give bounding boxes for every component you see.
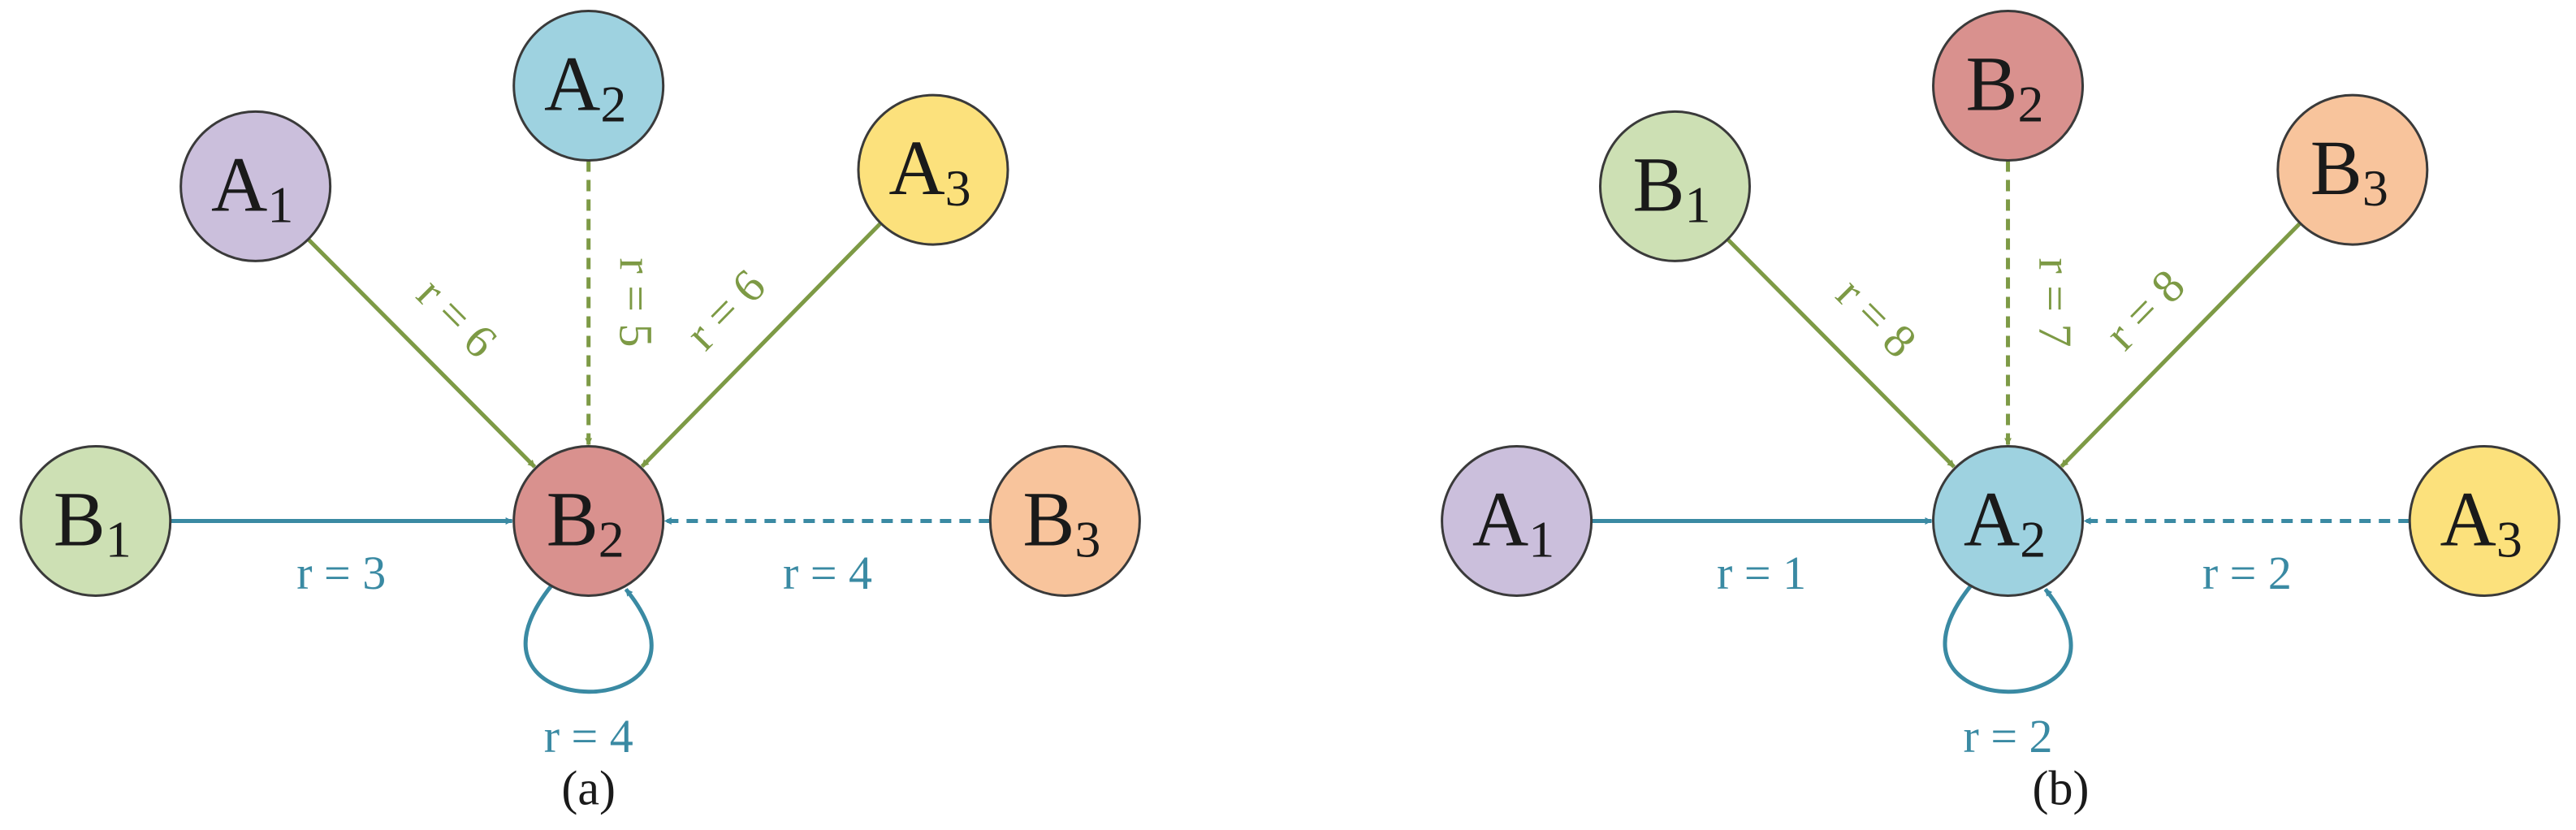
edge-b1-a2: r = 8 [1726,237,1956,469]
node-label: A3 [888,124,970,217]
node-label: A2 [1964,475,2046,568]
node-circle [19,444,172,597]
node-circle [1598,110,1751,262]
node-letter: A [888,124,944,211]
node-subscript: 2 [2020,510,2046,568]
edge-b3-b2: r = 4 [663,517,991,599]
edge-arrow [640,222,883,469]
node-circle [1932,10,2085,162]
edge-a2-b2: r = 5 [585,160,662,446]
edge-a2-a2: r = 2 [1943,584,2073,763]
node-subscript: 3 [2496,510,2522,568]
node-circle [512,10,665,162]
panel-caption: (a) [561,761,616,815]
node-subscript: 1 [106,510,132,568]
node-b1: B1 [19,444,172,597]
node-circle [179,110,332,262]
edge-label: r = 4 [544,710,633,763]
node-letter: B [1632,140,1684,227]
node-label: A3 [2440,475,2522,568]
edge-arrow [1726,237,1956,469]
node-subscript: 3 [1074,510,1100,568]
node-b3: B3 [2276,93,2429,246]
edge-label: r = 2 [2202,547,2292,599]
node-a3: A3 [857,93,1009,246]
node-subscript: 1 [267,175,293,233]
node-label: A2 [544,41,626,133]
node-circle [512,444,665,597]
node-b2: B2 [1932,10,2085,162]
node-a1: A1 [179,110,332,262]
edge-b1-b2: r = 3 [170,517,513,599]
edge-a3-b2: r = 6 [640,222,883,469]
node-letter: B [547,475,599,562]
edge-label: r = 3 [296,547,386,599]
node-subscript: 3 [2362,159,2388,217]
edge-arrow [306,237,537,469]
self-loop-arrow [523,584,654,694]
panel-caption: (b) [2033,761,2090,815]
edge-label: r = 2 [1964,710,2053,763]
node-subscript: 2 [2018,76,2044,133]
node-letter: B [54,475,106,562]
self-loop-arrow [1943,584,2073,694]
edge-label: r = 1 [1717,547,1806,599]
node-circle [1932,444,2085,597]
node-label: B2 [547,475,625,568]
node-b2: B2 [512,444,665,597]
edge-b3-a2: r = 8 [2060,222,2302,469]
node-circle [2408,444,2561,597]
edge-a1-a2: r = 1 [1591,517,1933,599]
node-a3: A3 [2408,444,2561,597]
node-letter: B [1966,41,2018,128]
node-circle [988,444,1141,597]
node-label: B1 [54,475,132,568]
edge-label: r = 5 [609,258,662,348]
node-circle [1441,444,1593,597]
node-letter: A [211,140,267,227]
node-subscript: 3 [945,159,971,217]
node-label: A1 [211,140,293,233]
node-letter: B [2310,124,2362,211]
node-subscript: 2 [599,510,625,568]
node-subscript: 2 [600,76,626,133]
node-b1: B1 [1598,110,1751,262]
edge-b2-b2: r = 4 [523,584,654,763]
node-a1: A1 [1441,444,1593,597]
edge-b2-a2: r = 7 [2004,160,2081,446]
node-circle [2276,93,2429,246]
edge-a1-b2: r = 6 [306,237,537,469]
node-label: B2 [1966,41,2044,133]
node-letter: A [1472,475,1528,562]
node-letter: A [544,41,600,128]
edge-label: r = 7 [2029,258,2081,348]
node-a2: A2 [512,10,665,162]
node-label: B1 [1632,140,1710,233]
node-a2: A2 [1932,444,2085,597]
node-letter: B [1022,475,1074,562]
node-letter: A [1964,475,2020,562]
node-subscript: 1 [1684,175,1710,233]
node-label: A1 [1472,475,1554,568]
node-subscript: 1 [1528,510,1554,568]
edge-arrow [2060,222,2302,469]
edge-label: r = 4 [783,547,872,599]
node-letter: A [2440,475,2496,562]
node-label: B3 [1022,475,1100,568]
node-b3: B3 [988,444,1141,597]
node-label: B3 [2310,124,2388,217]
edge-a3-a2: r = 2 [2083,517,2410,599]
node-circle [857,93,1009,246]
